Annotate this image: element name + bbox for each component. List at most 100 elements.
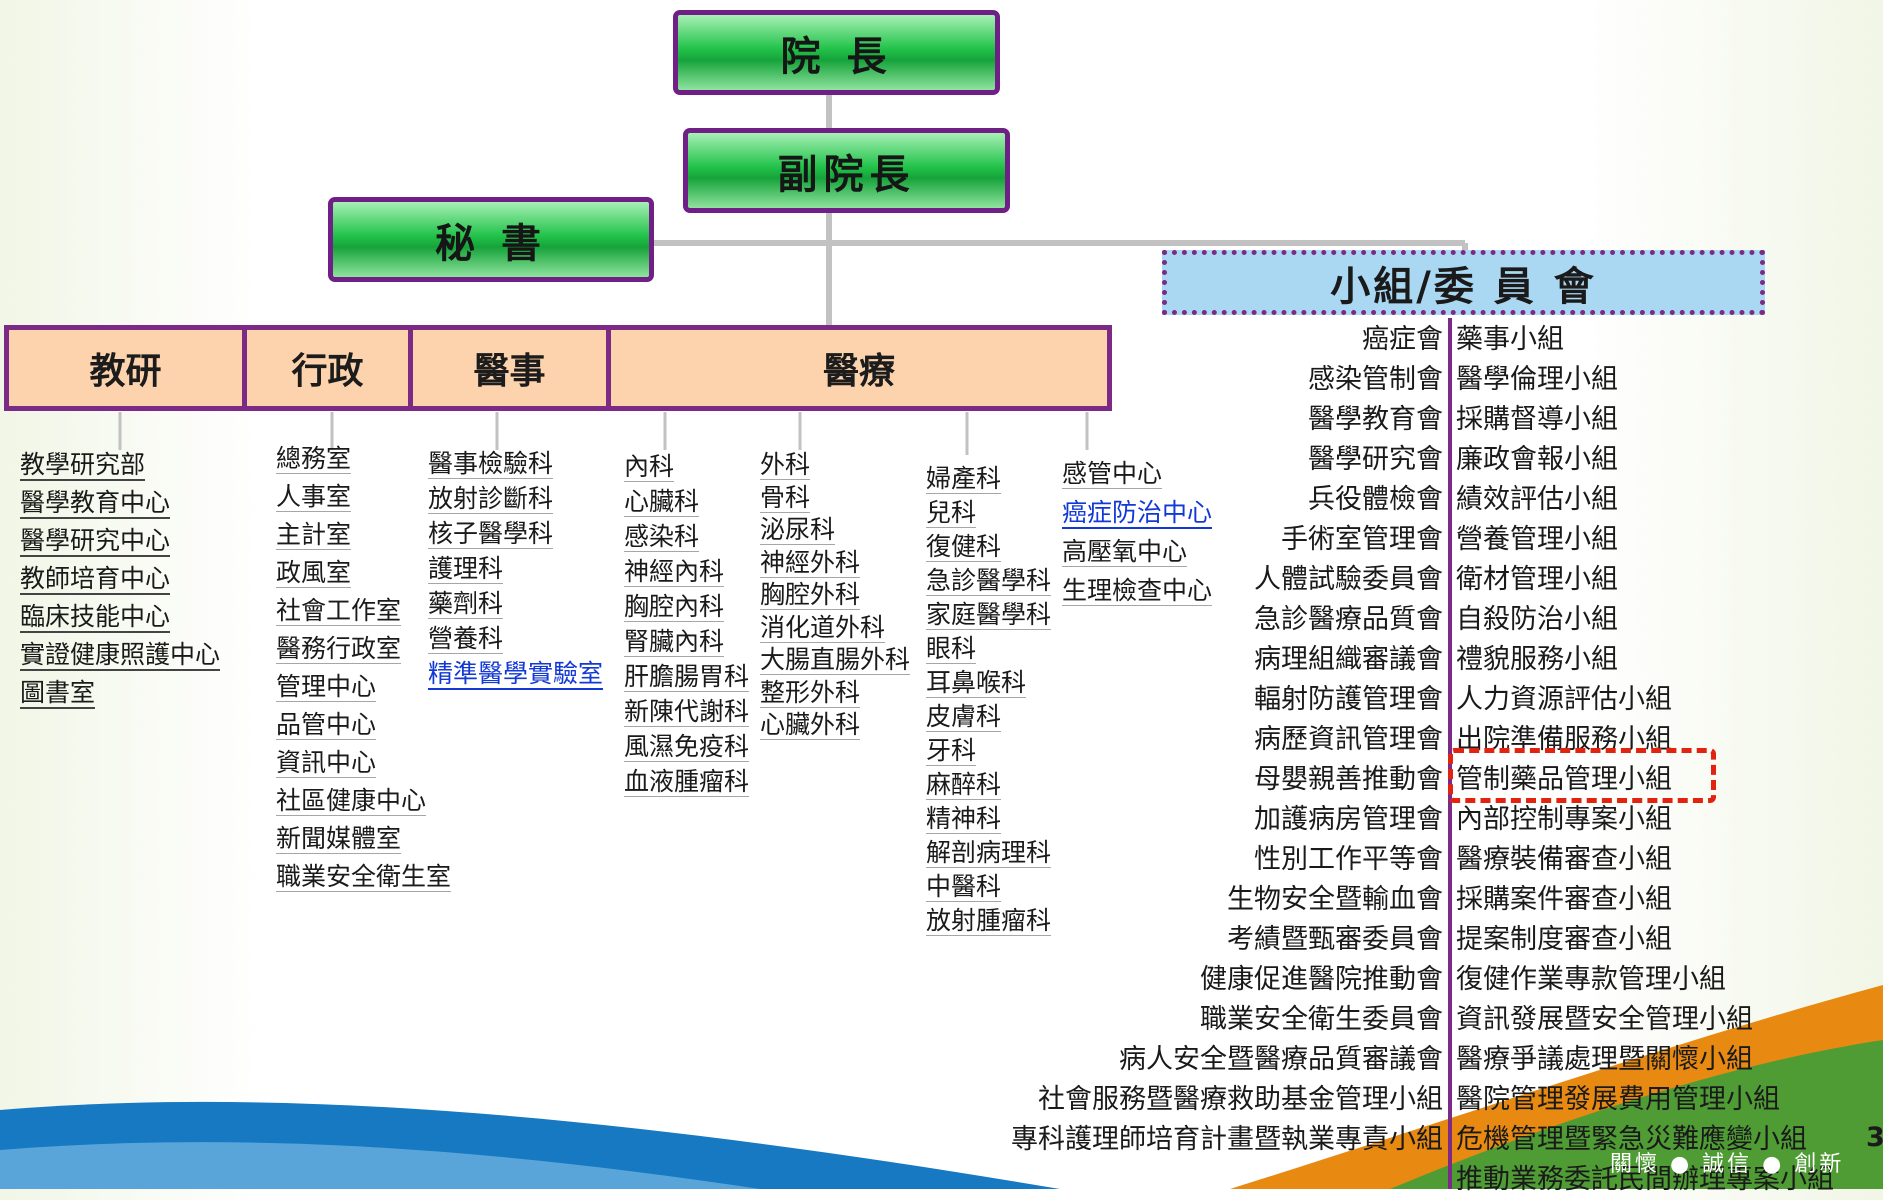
- unit-link[interactable]: 精神科: [926, 804, 1002, 834]
- unit-link[interactable]: 家庭醫學科: [926, 600, 1052, 630]
- unit-link[interactable]: 護理科: [428, 554, 504, 584]
- unit-link[interactable]: 醫學研究中心: [20, 526, 171, 557]
- unit-link[interactable]: 醫事檢驗科: [428, 449, 554, 479]
- unit-link[interactable]: 內科: [624, 452, 675, 482]
- committee-item: 病歷資訊管理會: [1254, 724, 1443, 755]
- unit-link[interactable]: 生理檢查中心: [1062, 576, 1213, 606]
- unit-link[interactable]: 牙科: [926, 736, 977, 766]
- group-item: 績效評估小組: [1456, 484, 1618, 515]
- unit-link[interactable]: 實證健康照護中心: [20, 640, 221, 671]
- committee-item: 急診醫療品質會: [1254, 604, 1443, 635]
- unit-link[interactable]: 肝膽腸胃科: [624, 662, 750, 692]
- unit-link[interactable]: 皮膚科: [926, 702, 1002, 732]
- unit-link[interactable]: 放射腫瘤科: [926, 906, 1052, 936]
- unit-link[interactable]: 中醫科: [926, 872, 1002, 902]
- unit-link[interactable]: 管理中心: [276, 672, 377, 702]
- committee-item: 母嬰親善推動會: [1254, 764, 1443, 795]
- category-bar: 教研 行政 醫事 醫療: [4, 325, 1112, 411]
- unit-link[interactable]: 外科: [760, 450, 811, 480]
- unit-link[interactable]: 社會工作室: [276, 596, 402, 626]
- committee-item: 感染管制會: [1308, 364, 1443, 395]
- unit-link[interactable]: 婦產科: [926, 464, 1002, 494]
- group-item: 提案制度審查小組: [1456, 924, 1672, 955]
- unit-link[interactable]: 神經外科: [760, 547, 861, 578]
- unit-link[interactable]: 風濕免疫科: [624, 732, 750, 762]
- committee-item: 手術室管理會: [1281, 524, 1443, 555]
- footer-motto: 關懷 ● 誠信 ● 創新: [1610, 1152, 1845, 1177]
- unit-link[interactable]: 神經內科: [624, 557, 725, 587]
- unit-link[interactable]: 復健科: [926, 532, 1002, 562]
- unit-link[interactable]: 教師培育中心: [20, 564, 171, 595]
- group-item: 醫院管理發展費用管理小組: [1456, 1084, 1780, 1115]
- unit-link[interactable]: 感管中心: [1062, 459, 1163, 489]
- unit-link[interactable]: 新聞媒體室: [276, 824, 402, 854]
- group-item: 醫學倫理小組: [1456, 364, 1618, 395]
- highlight-box: [1448, 748, 1716, 803]
- committee-list: 癌症會 感染管制會 醫學教育會 醫學研究會 兵役體檢會 手術室管理會 人體試驗委…: [1011, 320, 1443, 1160]
- unit-link[interactable]: 整形外科: [760, 677, 861, 708]
- group-item: 危機管理暨緊急災難應變小組: [1456, 1124, 1807, 1155]
- committee-item: 癌症會: [1362, 324, 1443, 355]
- unit-link[interactable]: 感染科: [624, 522, 700, 552]
- group-item: 禮貌服務小組: [1456, 644, 1618, 675]
- unit-link[interactable]: 醫學教育中心: [20, 488, 171, 519]
- unit-link[interactable]: 麻醉科: [926, 770, 1002, 800]
- unit-link[interactable]: 兒科: [926, 498, 977, 528]
- unit-link[interactable]: 急診醫學科: [926, 566, 1052, 596]
- unit-link[interactable]: 骨科: [760, 482, 811, 513]
- bg-swoosh-lightblue: [0, 1142, 760, 1189]
- group-item: 營養管理小組: [1456, 524, 1618, 555]
- unit-link[interactable]: 總務室: [276, 444, 352, 474]
- unit-link[interactable]: 放射診斷科: [428, 484, 554, 514]
- group-item: 資訊發展暨安全管理小組: [1456, 1004, 1753, 1035]
- group-item: 醫療裝備審查小組: [1456, 844, 1672, 875]
- unit-link[interactable]: 資訊中心: [276, 748, 377, 778]
- unit-link[interactable]: 胸腔外科: [760, 580, 861, 610]
- bg-swoosh-green: [1390, 1040, 1883, 1189]
- unit-link[interactable]: 解剖病理科: [926, 838, 1052, 868]
- page-number: 3: [1866, 1122, 1883, 1153]
- unit-link[interactable]: 政風室: [276, 558, 352, 588]
- unit-link[interactable]: 主計室: [276, 520, 352, 550]
- group-item: 採購案件審查小組: [1456, 884, 1672, 915]
- unit-link[interactable]: 教學研究部: [20, 450, 146, 481]
- unit-link[interactable]: 眼科: [926, 634, 977, 664]
- unit-link-highlighted[interactable]: 癌症防治中心: [1062, 498, 1213, 529]
- unit-link[interactable]: 心臟科: [624, 487, 700, 517]
- group-item: 藥事小組: [1456, 324, 1564, 355]
- committee-item: 健康促進醫院推動會: [1200, 964, 1443, 995]
- committee-item: 人體試驗委員會: [1254, 564, 1443, 595]
- committee-item: 性別工作平等會: [1254, 844, 1443, 875]
- unit-link-highlighted[interactable]: 精準醫學實驗室: [428, 659, 604, 690]
- group-item: 採購督導小組: [1456, 404, 1618, 435]
- unit-link[interactable]: 新陳代謝科: [624, 697, 750, 727]
- unit-link[interactable]: 品管中心: [276, 710, 377, 740]
- committee-item: 考績暨甄審委員會: [1227, 924, 1443, 955]
- unit-link[interactable]: 大腸直腸外科: [760, 645, 911, 675]
- unit-link[interactable]: 藥劑科: [428, 589, 504, 619]
- group-item: 內部控制專案小組: [1456, 804, 1672, 835]
- unit-link[interactable]: 胸腔內科: [624, 592, 725, 622]
- unit-link[interactable]: 人事室: [276, 482, 352, 512]
- committee-item: 病理組織審議會: [1254, 644, 1443, 675]
- surgery-list: 外科 骨科 泌尿科 神經外科 胸腔外科 消化道外科 大腸直腸外科 整形外科 心臟…: [760, 449, 911, 742]
- unit-link[interactable]: 臨床技能中心: [20, 602, 171, 633]
- unit-link[interactable]: 腎臟內科: [624, 627, 725, 657]
- category-clinical: 醫療: [822, 351, 895, 392]
- unit-link[interactable]: 圖書室: [20, 678, 96, 709]
- unit-link[interactable]: 核子醫學科: [428, 519, 554, 549]
- unit-link[interactable]: 心臟外科: [760, 710, 861, 740]
- vice-president-box: 副院長: [683, 128, 1010, 213]
- unit-link[interactable]: 泌尿科: [760, 515, 836, 545]
- unit-link[interactable]: 營養科: [428, 624, 504, 654]
- unit-link[interactable]: 血液腫瘤科: [624, 767, 750, 797]
- unit-link[interactable]: 醫務行政室: [276, 634, 402, 664]
- unit-link[interactable]: 社區健康中心: [276, 786, 427, 816]
- unit-link[interactable]: 高壓氧中心: [1062, 537, 1188, 567]
- unit-link[interactable]: 消化道外科: [760, 612, 886, 643]
- category-medical-affairs: 醫事: [413, 330, 611, 406]
- group-item: 復健作業專款管理小組: [1456, 964, 1726, 995]
- unit-link[interactable]: 耳鼻喉科: [926, 668, 1027, 698]
- unit-link[interactable]: 職業安全衛生室: [276, 862, 452, 892]
